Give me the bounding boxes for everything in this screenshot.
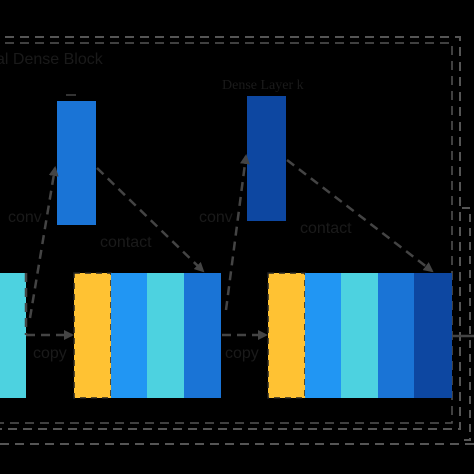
copy-label-left: copy [33,345,67,362]
contact-label-right: contact [300,220,352,237]
dense-layer-left [57,101,96,225]
dense-block-frame [0,36,461,430]
conv-arrow-left [28,166,59,319]
conv-arrow-right [224,154,250,311]
feature-light-blue [111,273,147,398]
feature-blue [378,273,414,398]
dense-layer-k [247,96,286,221]
feature-yellow [74,273,111,398]
input-feature-cyan [0,273,26,398]
concat-tensor-middle [73,272,221,399]
contact-arrow-left [96,167,205,273]
feature-light-blue [305,273,341,398]
contact-label-left: contact [100,234,152,251]
feature-dark-blue [414,273,452,398]
feature-cyan [147,273,184,398]
dense-block-inner-frame [0,42,453,424]
conv-label-right: conv [199,209,233,226]
block-title: al Dense Block [0,51,104,68]
copy-label-right: copy [225,345,259,362]
feature-yellow [268,273,305,398]
feature-cyan [341,273,378,398]
contact-arrow-right [286,159,434,273]
feature-blue [184,273,221,398]
outer-right-frame [462,207,471,441]
dense-layer-label: Dense Layer k [222,78,304,93]
conv-label-left: conv [8,209,42,226]
concat-tensor-right [267,272,452,399]
